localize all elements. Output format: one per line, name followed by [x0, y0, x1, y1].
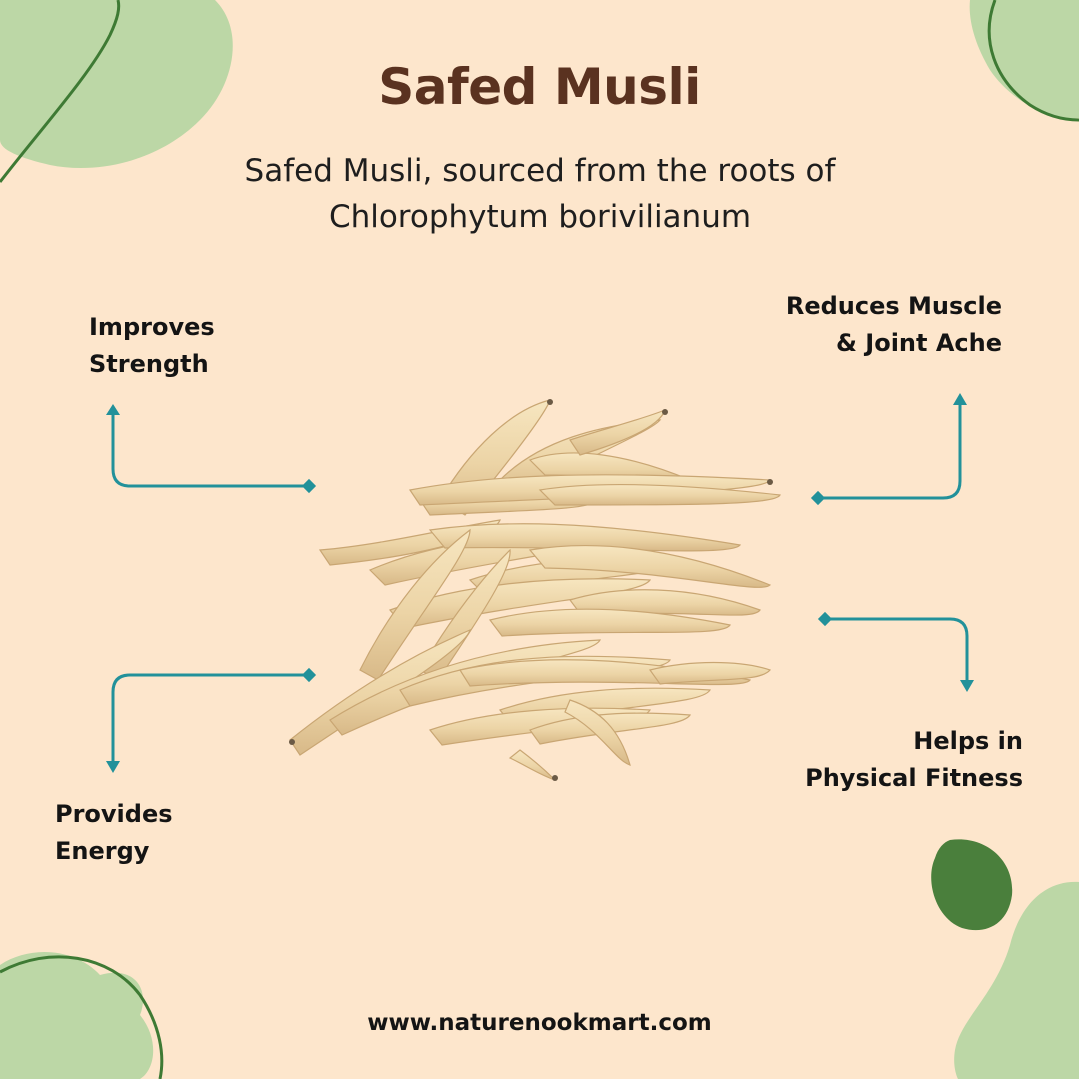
- curve-top-left: [0, 0, 121, 183]
- connector-top-right: [818, 398, 962, 500]
- subtitle: Safed Musli, sourced from the roots of C…: [190, 148, 890, 240]
- benefit-line: Energy: [55, 837, 150, 865]
- blob-bottom-right-light: [954, 881, 1079, 1079]
- subtitle-line-1: Safed Musli, sourced from the roots of: [244, 153, 836, 189]
- benefit-line: Helps in: [913, 727, 1023, 755]
- safed-musli-roots-image: [289, 399, 781, 781]
- connector-bottom-right: [824, 617, 969, 687]
- blob-top-left: [0, 0, 233, 168]
- arrowhead-up-icon: [953, 393, 967, 405]
- benefit-improves-strength: Improves Strength: [89, 309, 215, 383]
- curve-top-right: [987, 0, 1079, 122]
- connector-bottom-left: [111, 673, 310, 767]
- arrowhead-down-icon: [960, 680, 974, 692]
- arrowhead-up-icon: [106, 404, 120, 415]
- diamond-marker-icon: [301, 667, 317, 683]
- curve-bottom-left: [0, 955, 164, 1079]
- blob-bottom-right-dark: [931, 839, 1013, 931]
- diamond-marker-icon: [301, 478, 317, 494]
- connector-top-left: [111, 410, 310, 488]
- subtitle-line-2: Chlorophytum borivilianum: [328, 199, 752, 235]
- benefit-reduces-muscle-joint-ache: Reduces Muscle & Joint Ache: [786, 288, 1002, 362]
- arrowhead-down-icon: [106, 761, 120, 773]
- diamond-marker-icon: [817, 611, 833, 627]
- benefit-physical-fitness: Helps in Physical Fitness: [805, 723, 1023, 797]
- page-title: Safed Musli: [378, 58, 701, 116]
- benefit-line: Reduces Muscle: [785, 292, 1002, 320]
- website-url: www.naturenookmart.com: [367, 1010, 712, 1036]
- diamond-marker-icon: [810, 490, 826, 506]
- benefit-line: Improves: [89, 313, 215, 341]
- benefit-provides-energy: Provides Energy: [55, 796, 173, 870]
- blob-top-right: [969, 0, 1079, 119]
- benefit-line: & Joint Ache: [835, 329, 1002, 357]
- benefit-line: Strength: [89, 350, 209, 378]
- benefit-line: Provides: [55, 800, 173, 828]
- blob-bottom-left: [0, 952, 154, 1079]
- benefit-line: Physical Fitness: [805, 764, 1023, 792]
